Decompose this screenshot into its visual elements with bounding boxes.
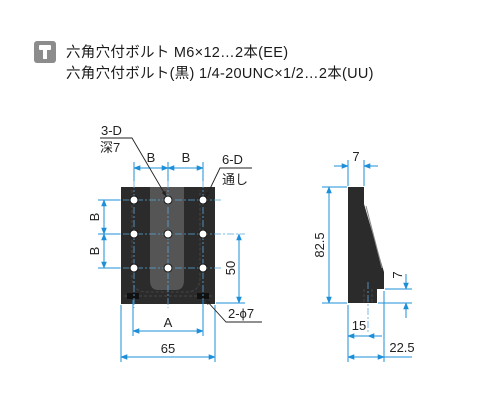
dim-15-label: 15 <box>352 318 366 333</box>
plate-slot <box>150 187 184 290</box>
through-hole-left <box>127 293 139 299</box>
dim-a-label: A <box>164 315 173 330</box>
hole <box>129 229 139 239</box>
callout-2phi7: 2-ϕ7 <box>228 306 254 321</box>
leader-3d <box>100 137 167 197</box>
hidden-pocket-line <box>131 190 201 293</box>
leader-6d <box>205 167 252 198</box>
hole <box>198 195 208 205</box>
callout-3d: 3-D <box>101 123 122 138</box>
tapped-holes <box>129 195 208 273</box>
leader-2phi7 <box>205 299 262 323</box>
dim-b-left-2-label: B <box>87 247 102 256</box>
parts-line-1: 六角穴付ボルト M6×12…2本(EE) <box>66 45 289 61</box>
side-edge-highlight <box>365 205 383 269</box>
bolt-icon <box>34 41 56 63</box>
hole <box>129 195 139 205</box>
side-profile <box>348 187 384 303</box>
callout-6d: 6-D <box>222 152 243 167</box>
dim-7-right-label: 7 <box>390 271 405 278</box>
dim-7-top-label: 7 <box>352 149 359 164</box>
parts-line-2: 六角穴付ボルト(黒) 1/4-20UNC×1/2…2本(UU) <box>66 66 374 82</box>
dim-50-label: 50 <box>223 261 238 275</box>
dim-65-label: 65 <box>161 341 175 356</box>
hole <box>129 263 139 273</box>
hole <box>163 263 173 273</box>
front-view: B B B B 50 A 65 3-D 深7 6-D 通し 2-ϕ7 <box>87 123 262 362</box>
hole <box>163 229 173 239</box>
dim-22-5-label: 22.5 <box>389 340 414 355</box>
hole <box>163 195 173 205</box>
hole <box>198 263 208 273</box>
hole <box>198 229 208 239</box>
callout-through: 通し <box>222 172 248 187</box>
dim-b-left-1-label: B <box>87 213 102 222</box>
side-view: 7 82.5 7 15 22.5 <box>312 149 415 362</box>
dim-b-top-2-label: B <box>182 150 191 165</box>
dim-b-top-1-label: B <box>147 150 156 165</box>
callout-depth: 深7 <box>100 140 120 155</box>
dim-82-5-label: 82.5 <box>312 232 327 257</box>
